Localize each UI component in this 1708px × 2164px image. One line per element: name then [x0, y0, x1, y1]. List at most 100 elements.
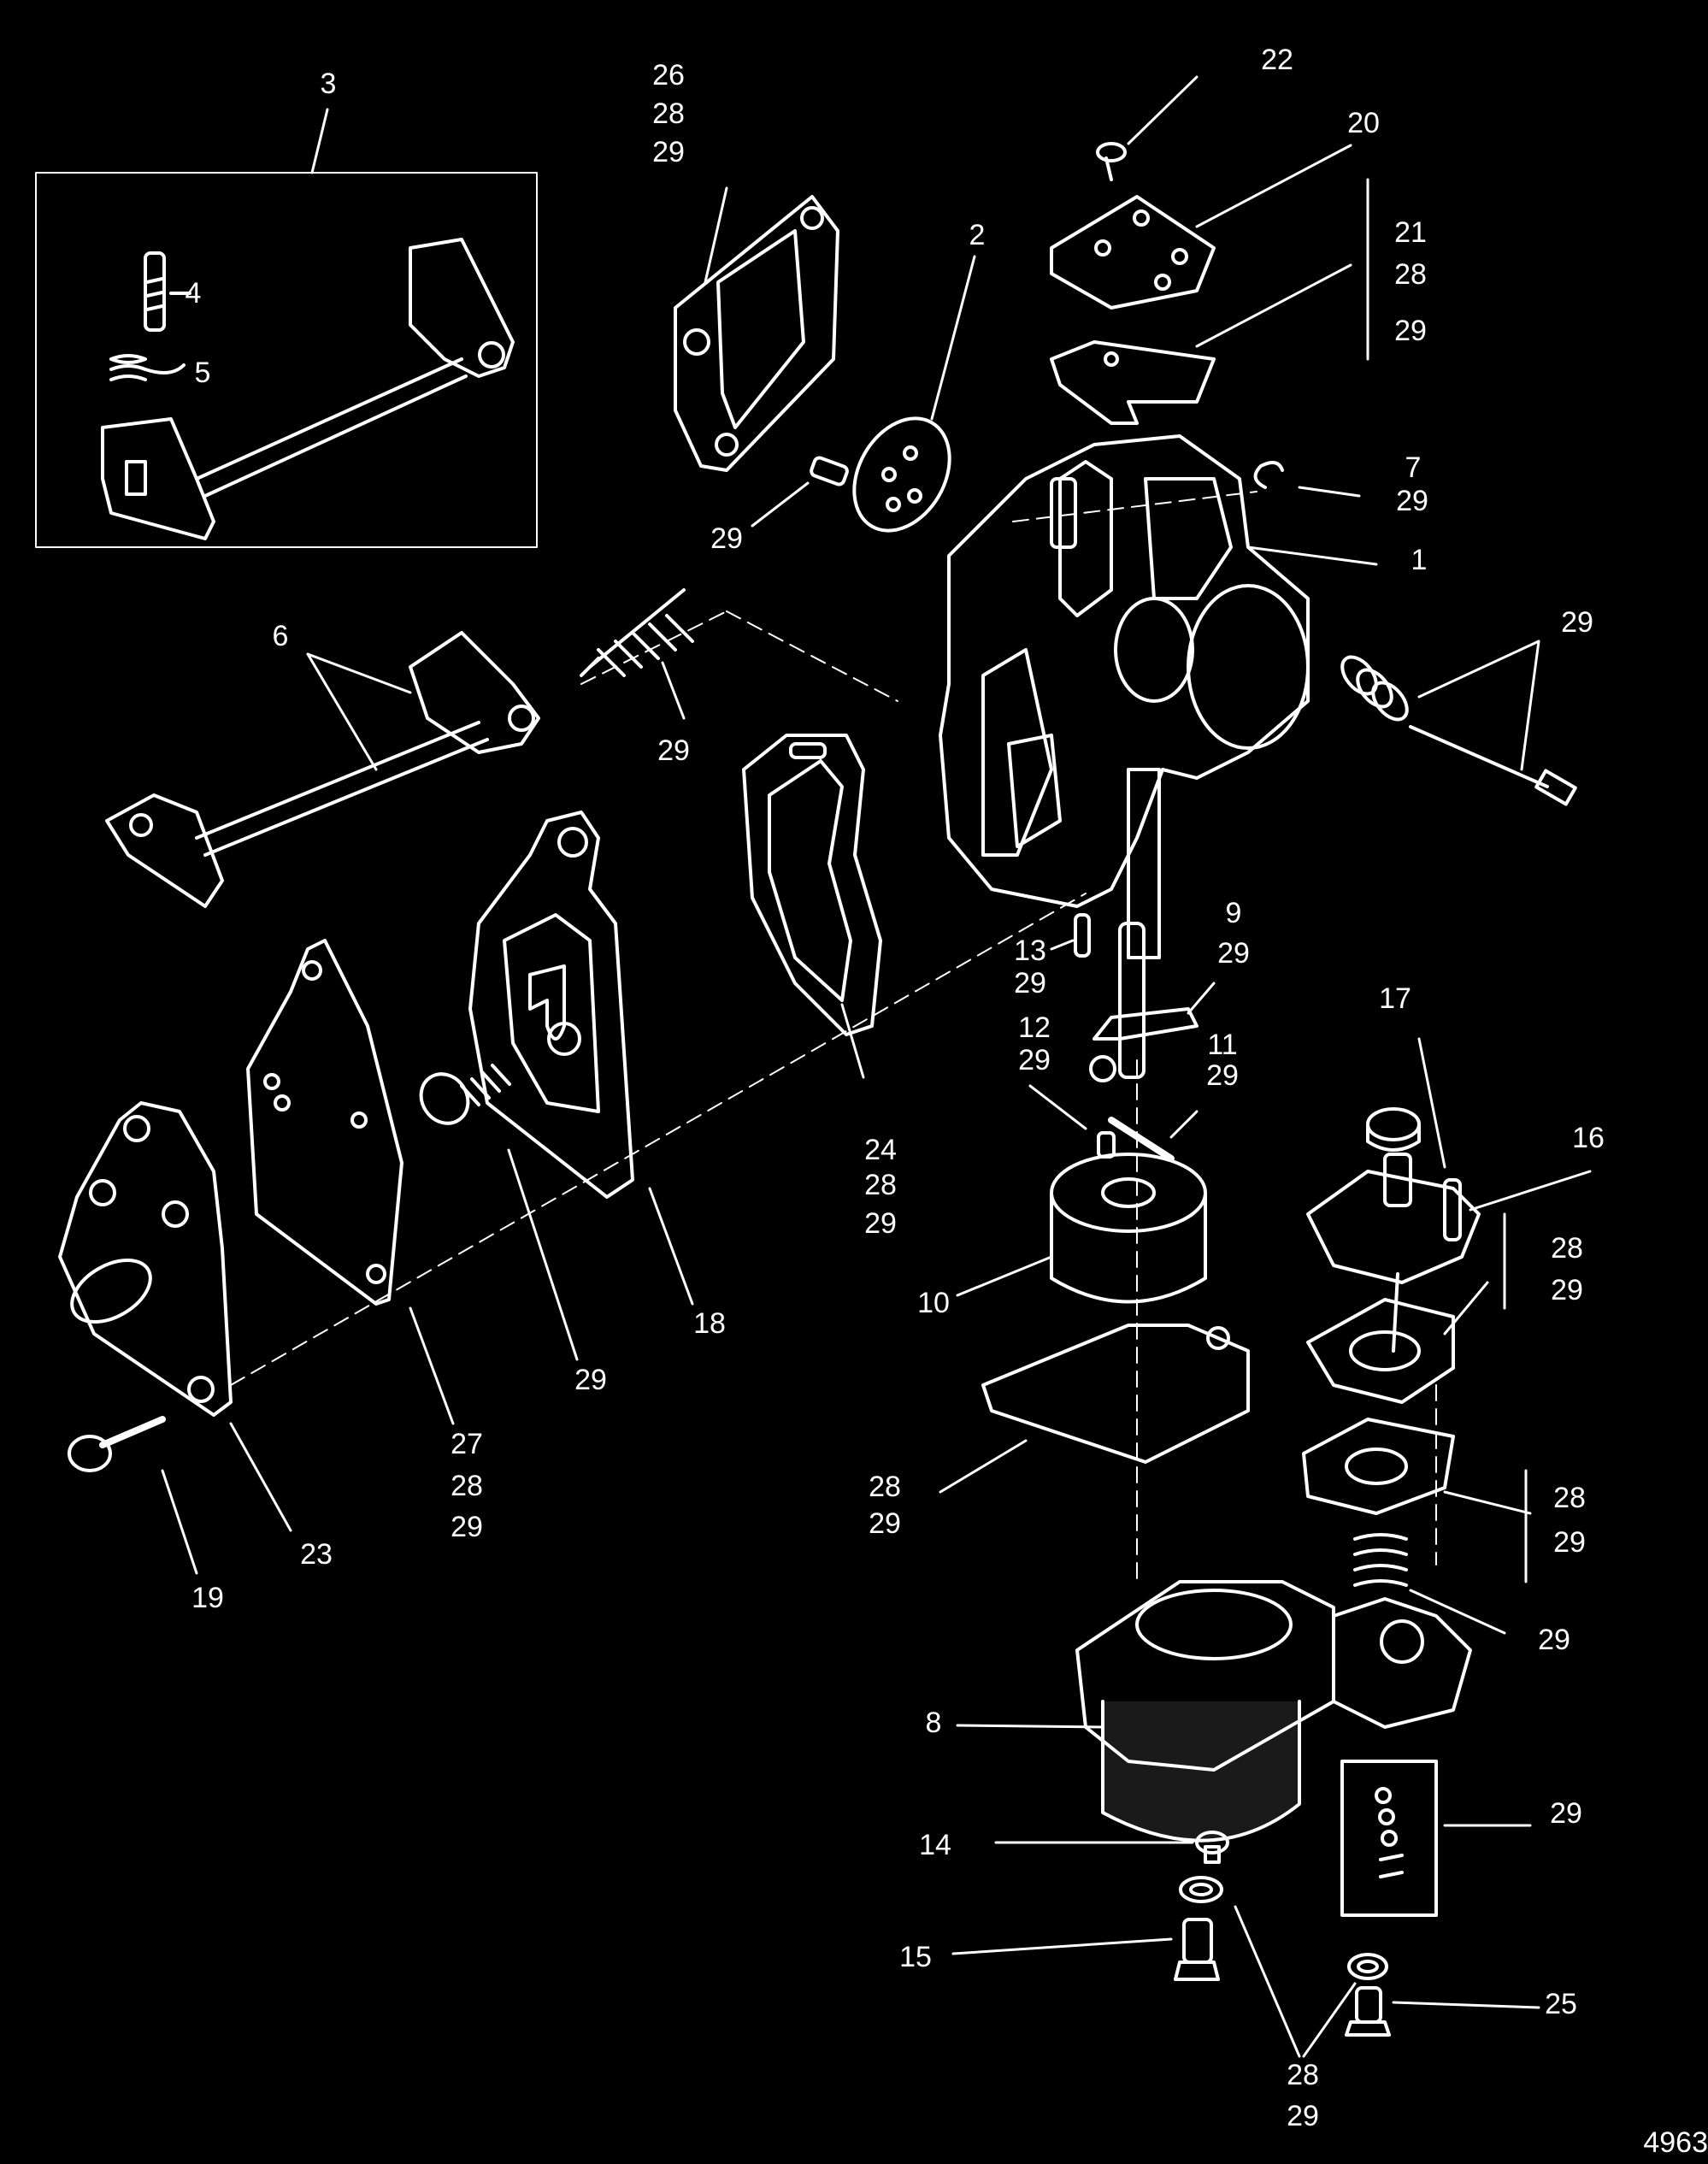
callout-12: 12 — [1018, 1011, 1051, 1044]
throttle-lever-6 — [105, 631, 540, 908]
callout-27: 27 — [451, 1428, 483, 1460]
washer-28-right — [1347, 1953, 1388, 1980]
callout-29-lever-spring: 29 — [657, 734, 690, 767]
callout-29-jet-kit: 29 — [1550, 1797, 1582, 1830]
gasket-28-pump — [1302, 1418, 1532, 1583]
gasket-26 — [674, 186, 839, 472]
float-10 — [956, 1153, 1207, 1304]
clip-9 — [1089, 982, 1216, 1082]
callout-16-28: 28 — [1551, 1232, 1583, 1265]
callout-13-29: 29 — [1014, 967, 1046, 999]
pump-cover-23 — [58, 1101, 292, 1532]
callout-26: 26 — [652, 59, 685, 91]
callout-29-screw: 29 — [710, 522, 743, 555]
callout-7: 7 — [1405, 451, 1422, 484]
callout-24-28: 28 — [864, 1169, 897, 1201]
callout-3: 3 — [320, 68, 337, 100]
carburetor-body-1 — [939, 434, 1378, 959]
plate-20 — [1050, 144, 1352, 310]
float-bowl-8 — [956, 1059, 1472, 1843]
callout-29-pump-spring: 29 — [1538, 1624, 1570, 1656]
needle-13 — [1050, 913, 1091, 958]
callout-16: 16 — [1572, 1122, 1605, 1154]
callout-27-28: 28 — [451, 1470, 483, 1502]
callout-9-29: 29 — [1217, 937, 1250, 970]
drain-screw-15 — [951, 1918, 1220, 1981]
alignment-line — [230, 893, 1087, 1386]
callout-21: 21 — [1394, 216, 1427, 249]
lever-assembly-inset — [101, 238, 515, 540]
screw-29-left — [751, 456, 849, 528]
callout-4: 4 — [185, 277, 202, 310]
callout-19: 19 — [191, 1582, 224, 1614]
callout-29-spring-right: 29 — [1561, 606, 1593, 639]
callout-22: 22 — [1261, 44, 1293, 76]
callout-20: 20 — [1347, 107, 1380, 139]
callout-9: 9 — [1225, 897, 1242, 929]
callout-18: 18 — [693, 1307, 726, 1340]
callout-washers-28: 28 — [1287, 2059, 1319, 2091]
callout-11: 11 — [1207, 1029, 1238, 1061]
callout-23: 23 — [300, 1538, 333, 1571]
callout-29-check-valve: 29 — [574, 1364, 607, 1396]
inset-box-3 — [35, 108, 538, 548]
check-valve-29 — [419, 1064, 579, 1361]
spring-screw-29-right — [1340, 640, 1577, 806]
clip-7 — [1253, 461, 1361, 498]
callout-14: 14 — [919, 1829, 951, 1861]
callout-7-29: 29 — [1396, 485, 1428, 517]
callout-13: 13 — [1014, 935, 1046, 967]
gasket-21 — [1050, 178, 1369, 425]
spring-29-pump — [1353, 1384, 1506, 1635]
callout-2: 2 — [969, 219, 986, 251]
gasket-24 — [742, 734, 882, 1079]
callout-21-29: 29 — [1394, 315, 1427, 347]
bowl-gasket-28 — [939, 1324, 1250, 1494]
leader-28-right — [1302, 1982, 1357, 2058]
plug-14 — [994, 1831, 1229, 1864]
cap-16 — [1366, 1107, 1421, 1152]
pin-11 — [1108, 1110, 1199, 1162]
diaphragm-2 — [852, 255, 976, 533]
callout-21-28: 28 — [1394, 258, 1427, 291]
screw-17 — [1417, 1037, 1462, 1241]
washer-28-left — [1179, 1876, 1223, 1903]
callout-11-29: 29 — [1206, 1059, 1239, 1092]
callout-26-29: 29 — [652, 136, 685, 168]
callout-12-29: 29 — [1018, 1044, 1051, 1076]
callout-25: 25 — [1545, 1988, 1577, 2020]
callout-16-29: 29 — [1551, 1274, 1583, 1306]
callout-10: 10 — [917, 1287, 950, 1319]
callout-27-29: 29 — [451, 1511, 483, 1543]
callout-17: 17 — [1379, 982, 1411, 1015]
callout-1: 1 — [1411, 544, 1428, 576]
callout-24-29: 29 — [864, 1207, 897, 1240]
callout-24: 24 — [864, 1134, 897, 1166]
float-needle-shaft — [1118, 922, 1146, 1079]
callout-15: 15 — [899, 1941, 932, 1973]
callout-pump-gasket-29: 29 — [1553, 1526, 1586, 1559]
jet-kit-29 — [1340, 1760, 1532, 1917]
spring-29-lever — [580, 588, 898, 720]
gasket-27 — [246, 939, 455, 1425]
callout-6: 6 — [272, 620, 289, 652]
fuel-pump-body-18 — [468, 811, 694, 1306]
callout-bowl-gasket-29: 29 — [869, 1507, 901, 1540]
callout-26-28: 28 — [652, 97, 685, 130]
callout-pump-gasket-28: 28 — [1553, 1482, 1586, 1514]
screw-25 — [1345, 1986, 1540, 2037]
cover-16 — [1306, 1153, 1592, 1284]
screw-4 — [144, 251, 191, 332]
spring-5 — [109, 354, 186, 381]
leader-28-left — [1234, 1905, 1301, 2058]
callout-washers-29: 29 — [1287, 2100, 1319, 2132]
callout-bowl-gasket-28: 28 — [869, 1471, 901, 1503]
screw-22 — [1096, 75, 1199, 181]
diaphragm-28 — [1306, 1212, 1506, 1404]
callout-8: 8 — [925, 1707, 942, 1739]
top-marking: TOP — [1121, 241, 1153, 268]
figure-number: 4963 — [1643, 2126, 1708, 2159]
